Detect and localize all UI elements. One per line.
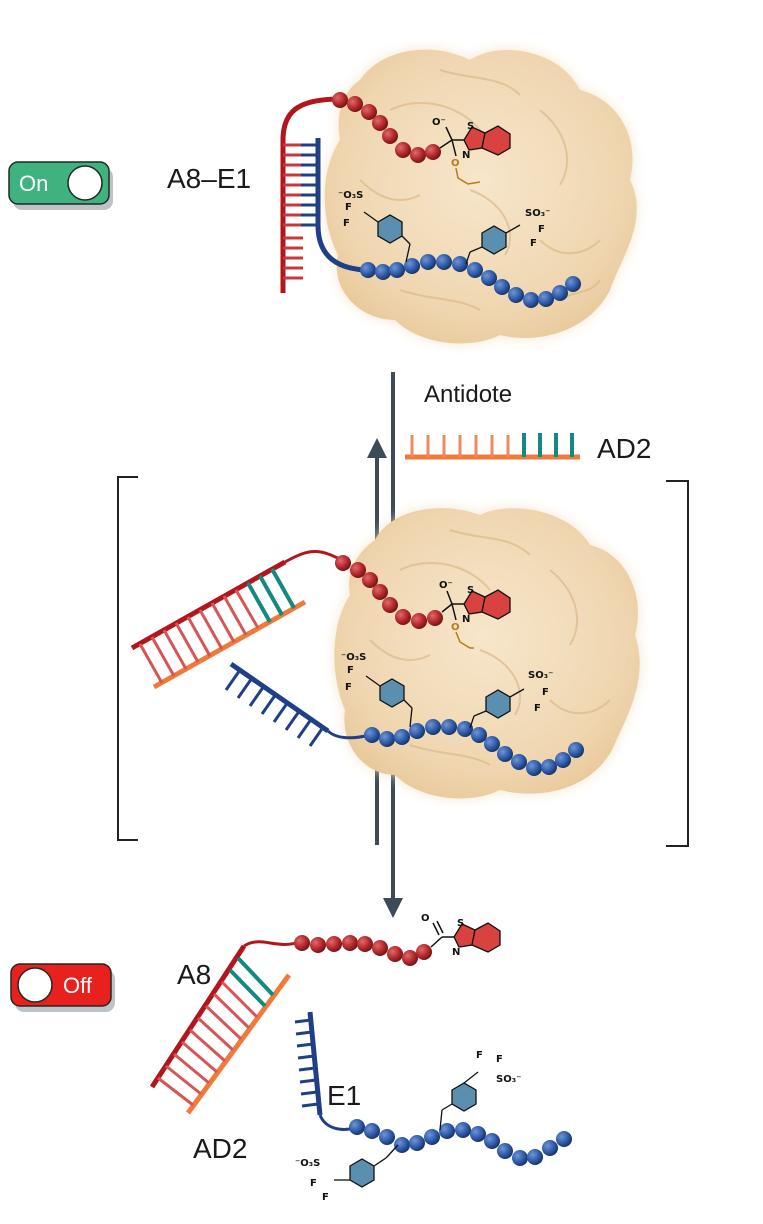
peptide-blue-middle — [364, 719, 584, 776]
svg-text:F: F — [345, 682, 352, 693]
dna-duplex-a8-e1 — [280, 96, 366, 293]
svg-text:O⁻: O⁻ — [439, 580, 453, 591]
svg-text:SO₃⁻: SO₃⁻ — [496, 1074, 521, 1085]
svg-text:F: F — [345, 202, 352, 213]
svg-text:⁻O₃S: ⁻O₃S — [295, 1158, 320, 1169]
svg-text:N: N — [462, 150, 470, 161]
svg-text:O: O — [451, 622, 460, 633]
off-toggle-knob — [17, 967, 53, 1003]
svg-text:S: S — [467, 121, 474, 132]
warhead-top: O⁻ S N O — [432, 117, 511, 185]
label-ad2-bottom: AD2 — [193, 1133, 247, 1164]
off-toggle-label: Off — [63, 973, 93, 998]
dna-duplex-a8-ad2-middle — [130, 550, 346, 690]
svg-text:⁻O₃S: ⁻O₃S — [338, 190, 363, 201]
bracket-left — [117, 476, 138, 841]
peptide-blue-bottom — [349, 1119, 572, 1166]
on-toggle-knob — [67, 165, 103, 201]
warhead-middle: O⁻ S N O — [439, 580, 511, 649]
svg-text:N: N — [452, 947, 460, 958]
dna-e1-bottom — [294, 1011, 356, 1131]
svg-text:S: S — [467, 585, 474, 596]
svg-text:F: F — [322, 1192, 329, 1203]
label-a8: A8 — [177, 959, 211, 990]
peptide-red-middle — [335, 555, 443, 629]
aryl-sulfonate-lower-bottom: ⁻O₃S F F — [295, 1144, 399, 1203]
aryl-sulfonate-upper-bottom: F F SO₃⁻ — [439, 1050, 521, 1131]
svg-text:S: S — [457, 918, 464, 929]
dna-duplex-a8-ad2-bottom — [149, 940, 301, 1115]
on-toggle[interactable]: On — [8, 161, 113, 210]
antidote-strand-ad2 — [405, 433, 580, 460]
aryl-sulfonate-left-middle: ⁻O₃S F F — [341, 652, 413, 728]
bracket-right — [666, 480, 689, 847]
svg-text:F: F — [310, 1178, 317, 1189]
protein-top — [324, 49, 637, 344]
svg-text:F: F — [476, 1050, 483, 1061]
aryl-sulfonate-left-top: ⁻O₃S F F — [338, 190, 411, 263]
svg-text:O⁻: O⁻ — [432, 117, 446, 128]
svg-text:SO₃⁻: SO₃⁻ — [525, 208, 550, 219]
svg-text:F: F — [530, 238, 537, 249]
svg-text:F: F — [542, 687, 549, 698]
svg-text:F: F — [538, 224, 545, 235]
peptide-blue-top — [360, 254, 581, 308]
aryl-sulfonate-right-middle: SO₃⁻ F F — [469, 670, 553, 729]
svg-text:F: F — [534, 703, 541, 714]
peptide-red-bottom — [294, 935, 432, 966]
on-toggle-label: On — [19, 171, 48, 196]
svg-text:O: O — [421, 913, 430, 924]
label-a8-e1: A8–E1 — [167, 163, 251, 194]
svg-text:F: F — [496, 1054, 503, 1065]
aryl-sulfonate-right-top: SO₃⁻ F F — [465, 208, 550, 265]
warhead-bottom: O S N — [421, 913, 501, 958]
svg-text:O: O — [451, 158, 460, 169]
svg-text:N: N — [462, 614, 470, 625]
svg-text:F: F — [347, 665, 354, 676]
protein-middle — [334, 508, 640, 799]
label-antidote: Antidote — [424, 381, 512, 408]
off-toggle[interactable]: Off — [10, 963, 115, 1012]
peptide-red-top — [332, 92, 441, 163]
svg-text:SO₃⁻: SO₃⁻ — [528, 670, 553, 681]
label-e1: E1 — [327, 1080, 361, 1111]
label-ad2-top: AD2 — [597, 433, 651, 464]
svg-text:⁻O₃S: ⁻O₃S — [341, 652, 366, 663]
svg-text:F: F — [343, 218, 350, 229]
